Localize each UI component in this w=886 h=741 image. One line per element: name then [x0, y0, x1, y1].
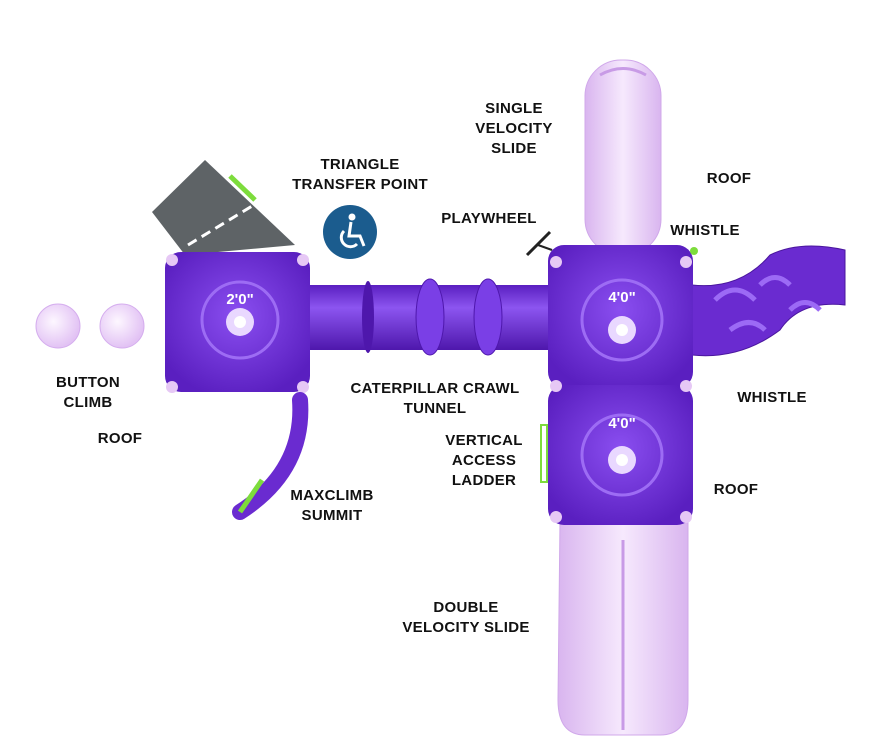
wheelchair-accessible-icon	[323, 205, 377, 259]
playwheel	[525, 230, 553, 257]
label-line: SLIDE	[491, 140, 537, 157]
label-caterpillar-crawl-tunnel: CATERPILLAR CRAWL TUNNEL	[351, 379, 520, 419]
label-line: CATERPILLAR CRAWL	[350, 380, 520, 397]
deck-right-bottom	[548, 385, 693, 525]
deck-left-height: 2'0"	[226, 291, 253, 308]
label-vertical-access-ladder: VERTICAL ACCESS LADDER	[445, 431, 522, 491]
deck-left	[165, 252, 310, 392]
deck-right-top-height: 4'0"	[608, 289, 635, 306]
caterpillar-crawl-tunnel	[305, 278, 555, 356]
deck-right-bottom-height: 4'0"	[608, 415, 635, 432]
label-roof-left: ROOF	[97, 430, 143, 447]
label-button-climb: BUTTON CLIMB	[56, 373, 120, 413]
label-line: BUTTON	[55, 374, 121, 391]
label-roof-top-right: ROOF	[706, 170, 752, 187]
vertical-access-ladder	[540, 424, 548, 483]
label-whistle-top: WHISTLE	[670, 222, 740, 239]
maxclimb-summit	[232, 392, 309, 520]
label-line: LADDER	[451, 472, 517, 489]
label-line: SINGLE	[485, 100, 543, 117]
label-line: TRIANGLE	[320, 156, 400, 173]
label-whistle-right: WHISTLE	[737, 389, 807, 406]
label-line: VELOCITY	[475, 120, 553, 137]
label-line: TRANSFER POINT	[292, 176, 428, 193]
whistle	[690, 247, 698, 255]
double-velocity-slide	[557, 519, 689, 736]
label-line: TUNNEL	[403, 400, 467, 417]
wavy-slide	[691, 245, 846, 357]
label-double-velocity-slide: DOUBLE VELOCITY SLIDE	[402, 598, 529, 638]
label-roof-bottom-right: ROOF	[713, 481, 759, 498]
label-line: VERTICAL	[445, 432, 523, 449]
label-line: VELOCITY SLIDE	[402, 619, 530, 636]
label-line: SUMMIT	[301, 507, 363, 524]
label-line: ACCESS	[451, 452, 517, 469]
single-velocity-slide	[584, 59, 662, 256]
deck-right-top	[548, 245, 693, 388]
deck-posts	[166, 254, 692, 523]
label-triangle-transfer-point: TRIANGLE TRANSFER POINT	[292, 155, 428, 195]
label-line: MAXCLIMB	[290, 487, 374, 504]
triangle-transfer-point	[152, 160, 295, 255]
label-line: DOUBLE	[433, 599, 499, 616]
label-single-velocity-slide: SINGLE VELOCITY SLIDE	[475, 99, 552, 159]
label-maxclimb-summit: MAXCLIMB SUMMIT	[290, 486, 373, 526]
button-climb	[35, 303, 145, 349]
label-line: CLIMB	[63, 394, 113, 411]
label-playwheel: PLAYWHEEL	[441, 210, 537, 227]
